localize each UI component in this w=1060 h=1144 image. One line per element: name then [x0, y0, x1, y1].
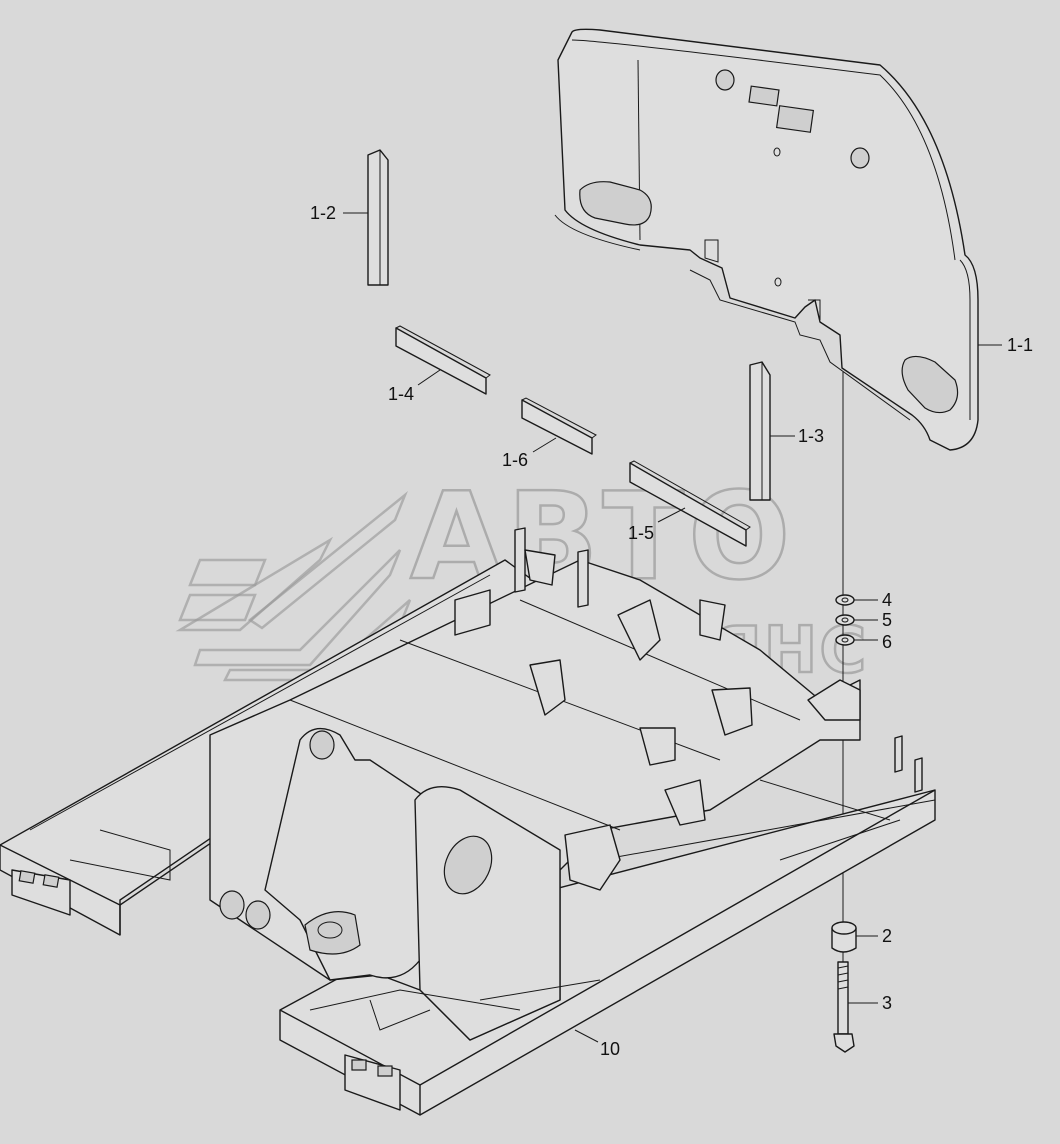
callout-label-1-4: 1-4: [388, 384, 414, 404]
callout-label-1-5: 1-5: [628, 523, 654, 543]
callout-1-3: 1-3: [770, 426, 824, 446]
callout-label-2: 2: [882, 926, 892, 946]
counterweight: [554, 28, 979, 451]
callout-2: 2: [856, 926, 892, 946]
callout-label-1-1: 1-1: [1007, 335, 1033, 355]
callout-1-2: 1-2: [310, 203, 368, 223]
upper-frame: [0, 527, 936, 1116]
callout-5: 5: [854, 610, 892, 630]
callout-label-1-6: 1-6: [502, 450, 528, 470]
pad-1-6: [521, 397, 597, 455]
callout-4: 4: [854, 590, 892, 610]
callout-label-5: 5: [882, 610, 892, 630]
callout-label-1-3: 1-3: [798, 426, 824, 446]
callout-label-3: 3: [882, 993, 892, 1013]
washer-6: [835, 634, 855, 646]
callout-1-6: 1-6: [502, 437, 557, 470]
callout-label-4: 4: [882, 590, 892, 610]
callout-6: 6: [854, 632, 892, 652]
washer-5: [835, 614, 855, 626]
callout-1-5: 1-5: [628, 507, 686, 543]
callout-3: 3: [848, 993, 892, 1013]
callout-10: 10: [574, 1029, 620, 1059]
callout-label-1-2: 1-2: [310, 203, 336, 223]
callout-1-4: 1-4: [388, 369, 441, 404]
pad-1-2: [367, 149, 389, 286]
callout-1-1: 1-1: [978, 335, 1033, 355]
bolt-3: [833, 961, 855, 1053]
pad-1-3: [749, 361, 771, 501]
callouts: 1-1 1-2 1-3 1-4 1-5 1-6 2 3: [310, 203, 1033, 1059]
pad-1-4: [395, 325, 491, 395]
spacer-2: [831, 921, 857, 953]
washer-4: [835, 594, 855, 606]
callout-label-6: 6: [882, 632, 892, 652]
pad-1-5: [629, 460, 751, 547]
callout-label-10: 10: [600, 1039, 620, 1059]
